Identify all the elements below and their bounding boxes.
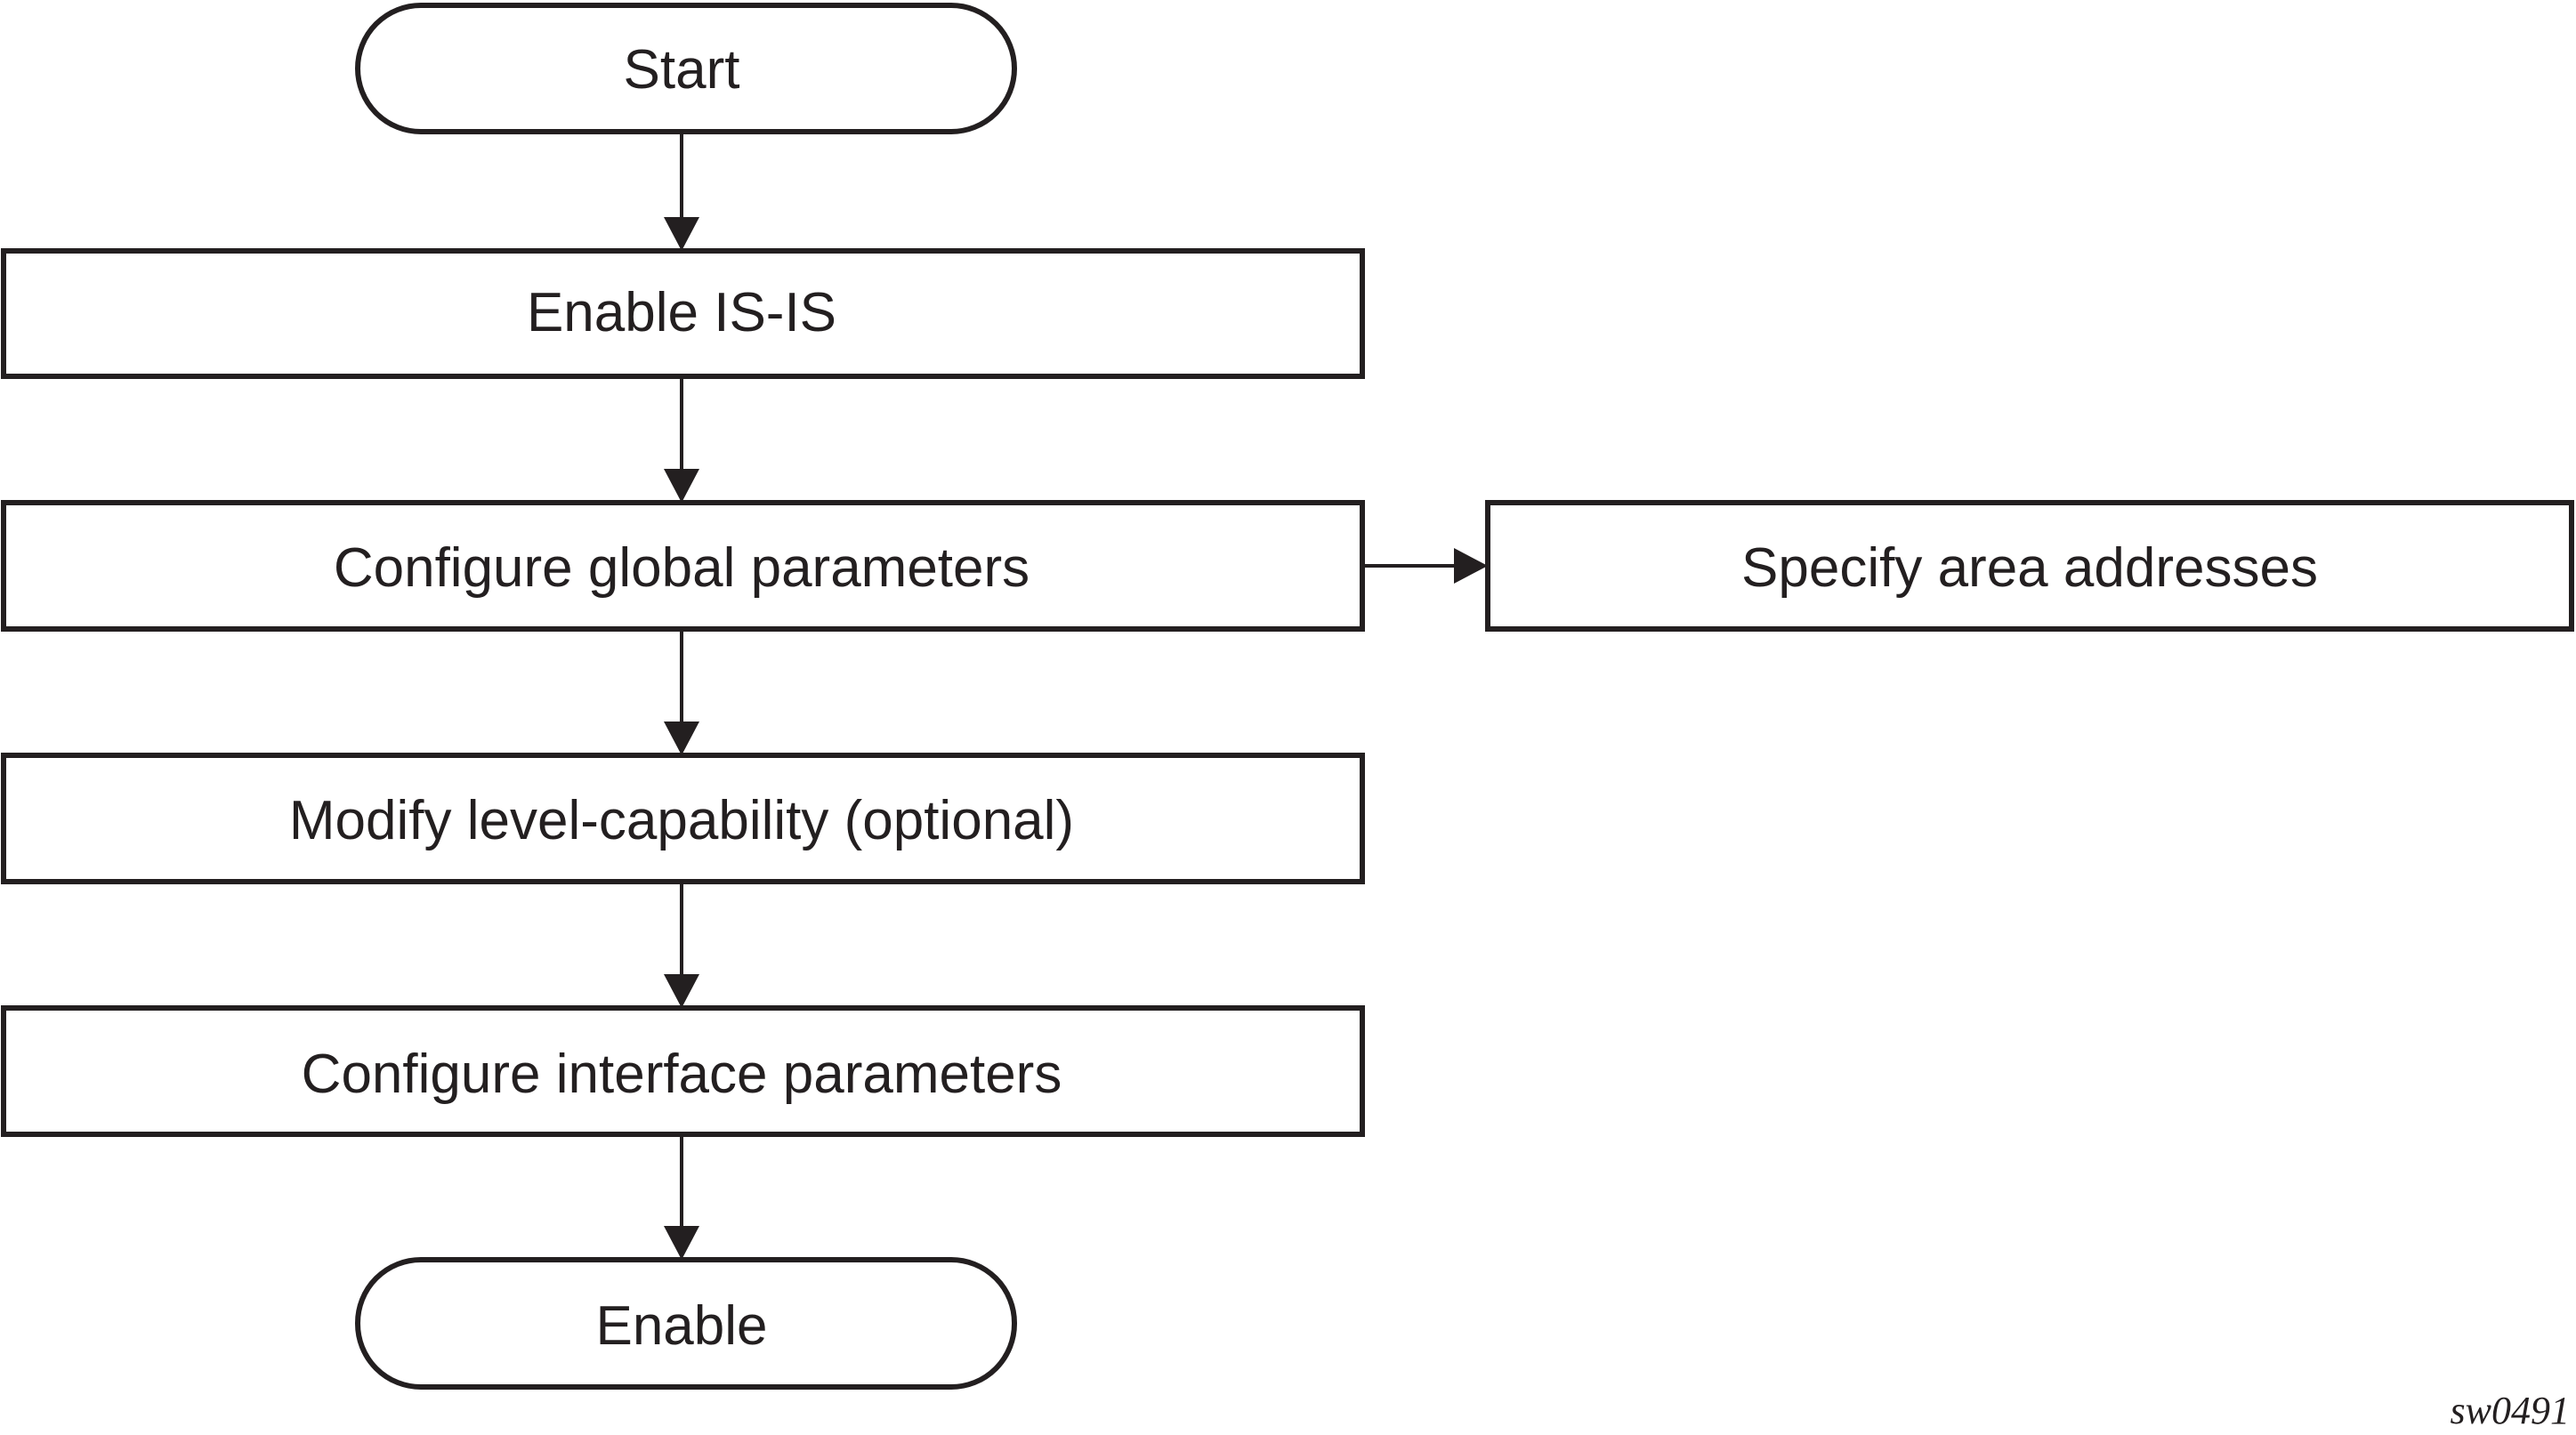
- figure-id: sw0491: [2451, 1389, 2570, 1432]
- arrowhead-enable-isis: [664, 217, 699, 251]
- modify-level-label: Modify level-capability (optional): [289, 790, 1074, 851]
- connectors: [664, 132, 1488, 1260]
- start-terminal: Start: [355, 3, 1017, 134]
- specify-area-label: Specify area addresses: [1741, 537, 2318, 599]
- start-label: Start: [624, 39, 740, 101]
- arrowhead-end: [664, 1226, 699, 1260]
- modify-level-step: Modify level-capability (optional): [1, 753, 1365, 884]
- end-terminal: Enable: [355, 1257, 1017, 1390]
- arrowhead-area: [1454, 548, 1488, 584]
- arrowhead-global: [664, 469, 699, 503]
- enable-isis-label: Enable IS-IS: [527, 282, 836, 343]
- arrowhead-interface: [664, 974, 699, 1008]
- arrowhead-level: [664, 722, 699, 755]
- configure-global-step: Configure global parameters: [1, 500, 1365, 632]
- configure-global-label: Configure global parameters: [334, 537, 1030, 599]
- enable-isis-step: Enable IS-IS: [1, 248, 1365, 379]
- configure-interface-label: Configure interface parameters: [302, 1044, 1062, 1105]
- end-label: Enable: [595, 1295, 767, 1357]
- configure-interface-step: Configure interface parameters: [1, 1005, 1365, 1137]
- specify-area-step: Specify area addresses: [1485, 500, 2574, 632]
